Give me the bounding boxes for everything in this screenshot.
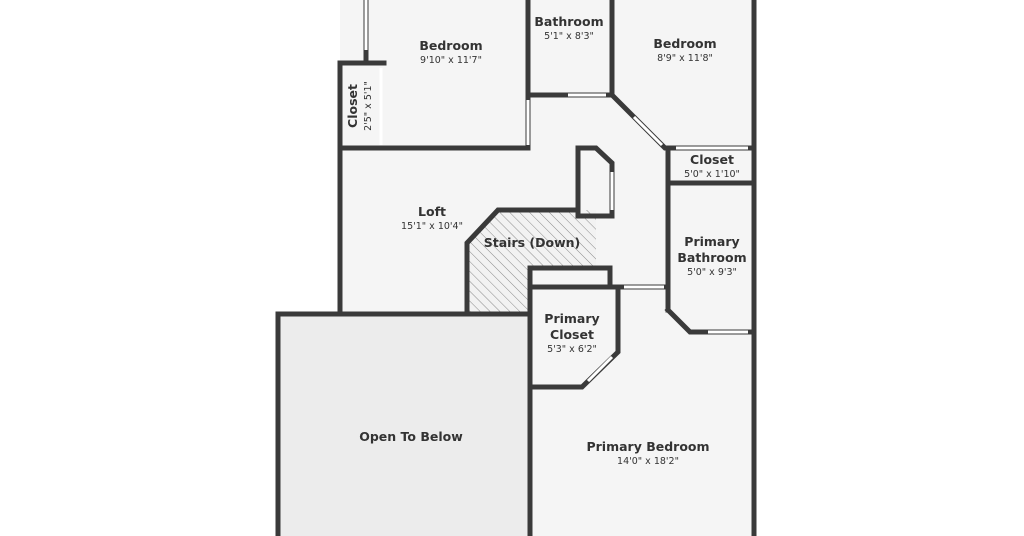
primary-closet-dims: 5'3" x 6'2" xyxy=(547,344,597,355)
loft-name: Loft xyxy=(418,204,446,219)
primary-bedroom-dims: 14'0" x 18'2" xyxy=(617,456,679,467)
loft-dims: 15'1" x 10'4" xyxy=(401,221,463,232)
primary-closet-name-1: Primary xyxy=(544,311,599,326)
room-labels: Bedroom 9'10" x 11'7" Bathroom 5'1" x 8'… xyxy=(345,14,747,467)
stairs-hatch xyxy=(467,210,596,313)
bedroom-2-dims: 8'9" x 11'8" xyxy=(657,53,713,64)
closet-2-dims: 5'0" x 1'10" xyxy=(684,169,740,180)
bedroom-1-dims: 9'10" x 11'7" xyxy=(420,55,482,66)
bathroom-name: Bathroom xyxy=(534,14,603,29)
closet-1-name: Closet xyxy=(345,84,360,128)
open-to-below-name: Open To Below xyxy=(359,429,463,444)
open-to-below-area xyxy=(278,316,530,536)
floor-fills xyxy=(278,0,754,536)
primary-bathroom-name-2: Bathroom xyxy=(677,250,746,265)
primary-bathroom-dims: 5'0" x 9'3" xyxy=(687,267,737,278)
stairs-name: Stairs (Down) xyxy=(484,235,581,250)
bathroom-dims: 5'1" x 8'3" xyxy=(544,31,594,42)
primary-bathroom-name-1: Primary xyxy=(684,234,739,249)
openings xyxy=(364,0,748,383)
bedroom-2-name: Bedroom xyxy=(653,36,716,51)
closet-2-name: Closet xyxy=(690,152,734,167)
primary-bedroom-name: Primary Bedroom xyxy=(586,439,709,454)
bedroom-1-name: Bedroom xyxy=(419,38,482,53)
closet-1-dims: 2'5" x 5'1" xyxy=(363,81,374,131)
primary-closet-name-2: Closet xyxy=(550,327,594,342)
